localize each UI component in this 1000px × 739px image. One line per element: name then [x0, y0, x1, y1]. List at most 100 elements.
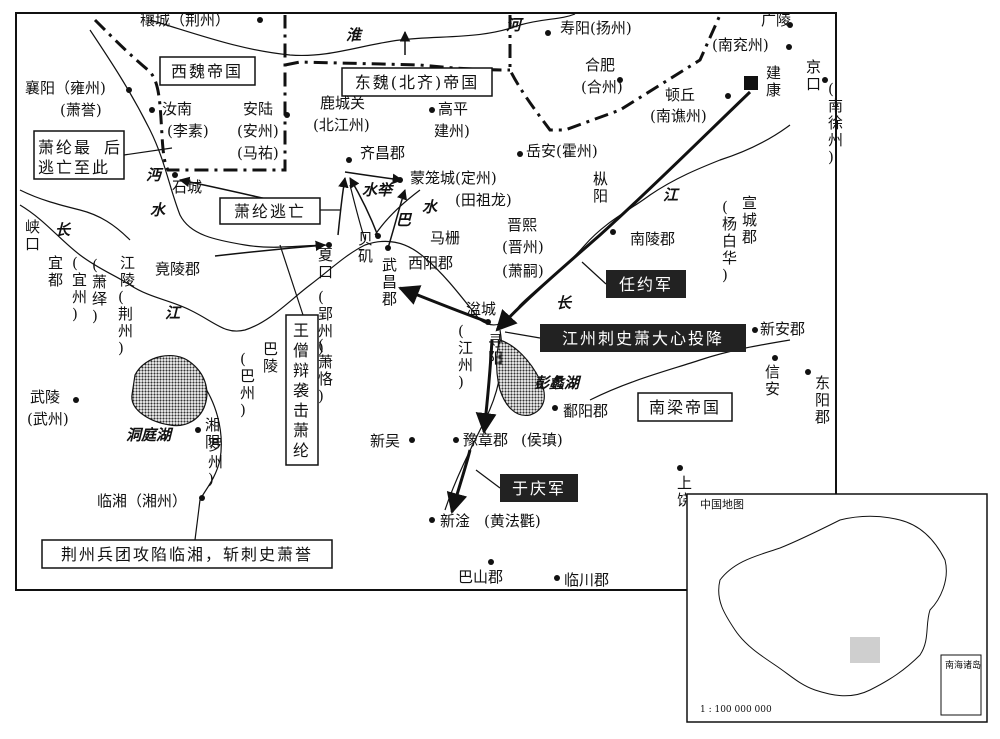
china-outline: [718, 515, 947, 697]
vplace-label-jingzhou2: (荆州): [118, 288, 133, 357]
west-wei-boundary: [93, 15, 287, 172]
jiankang-capital-marker: [744, 76, 758, 90]
river-label-huai: 淮: [346, 26, 363, 44]
qichang-to-menglong: [344, 171, 404, 185]
vplace-label-baling: 巴陵: [263, 340, 278, 375]
xiaolun-final-col3: 后: [104, 138, 122, 157]
place-label-nanlingjun: 南陵郡: [630, 230, 675, 248]
place-label-jinzhou: (晋州): [502, 238, 544, 256]
xiaolun-flee-3: [337, 176, 349, 236]
place-label-xingan: 新淦: [440, 512, 470, 530]
river-label-jiang2: 江: [663, 186, 680, 204]
place-label-luchengguan: 鹿城关: [320, 94, 365, 112]
vplace-label-jiangling: 江陵: [120, 254, 135, 289]
place-label-yuzhangjun: 豫章郡: [463, 431, 508, 449]
place-label-menglongcheng: 蒙笼城(定州): [410, 169, 497, 187]
vplace-label-xiaoge: (萧恪): [318, 336, 333, 405]
xiaolun-flee-1: [349, 177, 379, 237]
place-label-hefei: 合肥: [585, 56, 615, 74]
place-label-guangling: 广陵: [761, 11, 791, 29]
inset-title: 中国地图: [700, 498, 744, 511]
xiaolun-flee-2: [387, 189, 407, 249]
vplace-label-zongyang: 枞阳: [593, 170, 608, 205]
vplace-label-xiakou2: 峡口: [25, 218, 40, 253]
yuqing-army-label: 于庆军: [512, 479, 566, 498]
river-label-ba: 巴: [396, 211, 413, 229]
inset-scale: 1 : 100 000 000: [700, 705, 772, 715]
vplace-label-dongyangjun: 东阳郡: [815, 374, 830, 426]
renyue-route: [495, 90, 752, 332]
north-boundary-east: [508, 14, 722, 132]
place-label-xinanjun: 新安郡: [760, 320, 805, 338]
place-label-lisu: (李素): [167, 122, 209, 140]
vplace-label-xiangyin: 湘阴: [205, 416, 220, 451]
wang-sengbian-label: 王僧辩袭击萧纶: [293, 321, 311, 460]
place-label-anlu: 安陆: [243, 100, 273, 118]
place-label-yuean: 岳安(霍州): [526, 142, 598, 160]
huai-river: [149, 13, 576, 57]
vplace-label-yingzhou: (郢州): [318, 288, 333, 357]
place-label-xiaosi: (萧嗣): [502, 262, 544, 280]
nanliang-empire-label: 南梁帝国: [649, 398, 721, 417]
place-label-penchengtxt: 湓城: [466, 300, 496, 318]
han-river-upper: [19, 189, 131, 241]
label-box-linxiang-event: 荆州兵团攻陷临湘，斩刺史萧誉: [41, 539, 333, 569]
place-label-anzhou: (安州): [237, 122, 279, 140]
place-label-runan: 汝南: [162, 100, 192, 118]
place-label-poyangjun: 鄱阳郡: [563, 402, 608, 420]
river-label-shui1: 水: [150, 201, 166, 219]
river-label-jushui: 水举: [362, 181, 394, 199]
dark-box-xiaodaxin: 江州刺史萧大心投降: [540, 324, 746, 352]
xiang-river: [199, 379, 222, 501]
yangtze-main: [19, 124, 791, 332]
place-label-qichang: 齐昌郡: [360, 144, 405, 162]
place-label-gaoping: 高平: [438, 100, 468, 118]
place-label-xiaoyu: (萧誉): [60, 101, 102, 119]
route-arrows: [178, 30, 752, 515]
vplace-label-xinan2: 信安: [765, 363, 780, 398]
river-label-mian: 沔: [146, 166, 164, 184]
place-label-mazha: 马栅: [430, 229, 460, 247]
place-label-xinwu: 新吴: [370, 432, 400, 450]
vplace-label-nanxuzhou: (南徐州): [828, 80, 843, 166]
vplace-label-bazhou: (巴州): [240, 350, 255, 419]
vplace-label-xuanchengjun: 宣城郡: [742, 194, 757, 246]
vplace-label-yizhou: (宜州): [72, 254, 87, 323]
vertical-place-labels: 建康京口(南徐州)枞阳宣城郡(杨白华)峡口宜都(宜州)(萧绎)江陵(荆州)夏口(…: [25, 58, 843, 509]
place-label-nanqiaozhou: (南谯州): [650, 107, 707, 125]
vplace-label-xiaoyi: (萧绎): [92, 256, 107, 325]
river-label-shui2: 水: [422, 198, 438, 216]
label-box-dongwei: 东魏(北齐)帝国: [341, 67, 493, 97]
xiwei-empire-label: 西魏帝国: [171, 62, 243, 81]
label-box-xiaolun-flee: 萧纶逃亡: [219, 197, 321, 225]
lake-labels: 洞庭湖 彭蠡湖: [126, 374, 582, 444]
xiaolun-final-col1: 萧纶最: [38, 138, 92, 157]
vplace-label-jingkou: 京口: [806, 58, 821, 93]
xiaolun-flee-label: 萧纶逃亡: [234, 202, 306, 221]
vplace-label-jianjkang: 建康: [766, 64, 781, 99]
pengli-lake: [496, 339, 545, 417]
place-label-linchuanjun: 临川郡: [564, 571, 609, 589]
east-wei-boundary: [284, 60, 511, 72]
place-label-houtian: (侯瑱): [521, 431, 563, 449]
yuzhang-to-xingan-arrow: [446, 449, 472, 515]
place-label-jianzhou: 建州): [434, 122, 470, 140]
jingling-to-xiakou: [214, 240, 327, 257]
renyue-army-label: 任约军: [619, 275, 673, 294]
map-area-highlight: [850, 637, 880, 663]
place-label-linxiang: 临湘（湘州）: [97, 492, 187, 510]
label-box-xiaolun-final: 萧纶最 逃亡至此 后: [33, 130, 125, 180]
place-label-bashanjun: 巴山郡: [458, 568, 503, 586]
xiaodaxin-surrender-label: 江州刺史萧大心投降: [562, 329, 724, 348]
place-label-xiyangjun: 西阳郡: [408, 254, 453, 272]
lake-label-pengli: 彭蠡湖: [534, 374, 582, 392]
pencheng-to-wuchang-arrow: [398, 285, 489, 324]
place-label-shouyang: 寿阳(扬州): [560, 19, 632, 37]
linxiang-event-label: 荆州兵团攻陷临湘，斩刺史萧誉: [61, 545, 313, 564]
place-label-xiangyang: 襄阳（雍州): [25, 79, 106, 97]
place-label-shicheng: 石城: [172, 178, 202, 196]
dark-box-yuqing: 于庆军: [500, 474, 578, 502]
river-label-chang2: 长: [556, 294, 573, 312]
lake-label-dongting: 洞庭湖: [126, 426, 174, 444]
